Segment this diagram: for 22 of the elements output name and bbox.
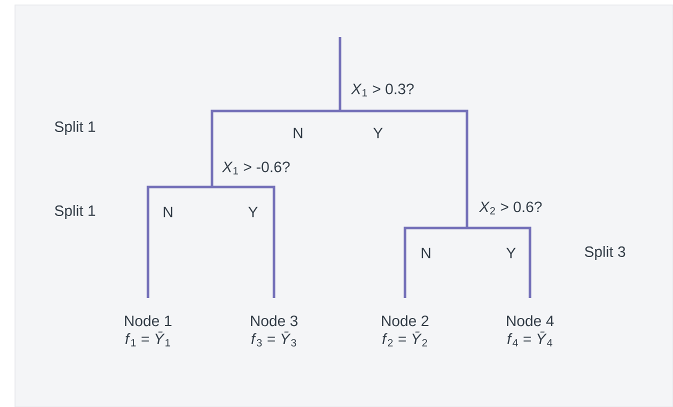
- branch-line: [404, 226, 467, 298]
- branch-line: [146, 186, 212, 298]
- split-condition: X$_{1}$ > 0.3?: [350, 84, 414, 96]
- edge-label: Y: [372, 126, 384, 140]
- leaf-label: Node 4 f$_{4}$ = Ȳ$_{4}$: [507, 315, 554, 346]
- edge-label: Y: [247, 206, 259, 218]
- split-label: Split 1: [54, 121, 96, 135]
- leaf-label: Node 2 f$_{2}$ = Ȳ$_{2}$: [382, 315, 428, 346]
- leaf-label: Node 3 f$_{3}$ = Ȳ$_{3}$: [251, 315, 298, 347]
- branch-line: [212, 186, 276, 298]
- split-condition: X$_{2}$ > 0.6?: [478, 202, 542, 214]
- leaf-label: Node 1 f$_{1}$ = Ȳ$_{1}$: [125, 315, 172, 346]
- edge-label: N: [420, 246, 432, 260]
- edge-label: N: [162, 206, 174, 218]
- split-label: Split 3: [584, 246, 626, 260]
- branch-line: [338, 37, 342, 111]
- branch-line: [340, 110, 468, 228]
- branch-line: [210, 110, 340, 187]
- split-condition: X$_{1}$ > -0.6?: [222, 162, 290, 174]
- edge-label: N: [292, 126, 304, 140]
- branch-line: [467, 226, 532, 298]
- split-label: Split 1: [54, 205, 96, 219]
